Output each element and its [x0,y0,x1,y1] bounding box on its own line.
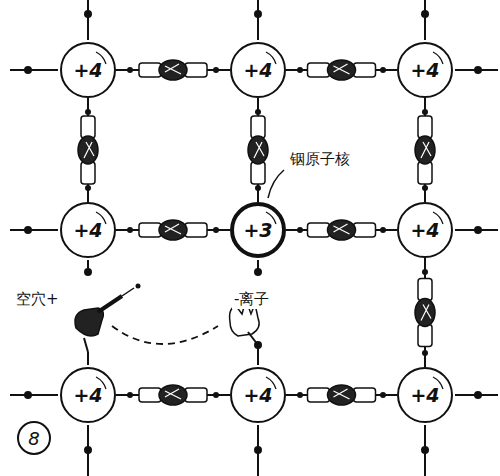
electron-dot [255,185,261,191]
callout-number: 8 [26,428,41,449]
charge-number: +4 [73,219,102,241]
electron-dot [85,185,91,191]
charge-number: +4 [410,219,439,241]
bond-group [116,220,230,240]
bond-group [248,98,268,202]
handshake-symbol [139,220,207,240]
handshake-symbol [78,116,98,184]
electron-dot [422,109,428,115]
electron-dot [213,67,219,73]
atom-core: +4 [60,202,116,258]
electron-dot [422,350,428,356]
bond-group [415,258,435,367]
hole-label: 空穴+ [14,290,61,309]
handshake-symbol [415,279,435,347]
bond-group [415,98,435,202]
bond-group [286,385,397,405]
electron-dot [127,227,133,233]
bond-group [116,60,230,80]
atom-core: +4 [230,42,286,98]
ion-label: -离子 [232,290,271,309]
handshake-symbol [308,385,376,405]
charge-number: +4 [243,59,272,81]
handshake-symbol [139,385,207,405]
hole-motion-path [112,326,218,344]
charge-number: +4 [410,59,439,81]
electron-dot [213,392,219,398]
charge-number: +4 [243,384,272,406]
bond-group [286,60,397,80]
atom-core: +4 [230,367,286,423]
electron-dot [297,227,303,233]
charge-number: +4 [73,384,102,406]
electron-dot [213,227,219,233]
electron-dot [297,67,303,73]
atom-core: +3 [230,202,286,258]
charge-number: +3 [243,219,272,241]
charge-number: +4 [73,59,102,81]
charge-number: +4 [410,384,439,406]
electron-dot [380,227,386,233]
handshake-symbol [308,220,376,240]
indium-label: 铟原子核 [288,150,352,169]
callout-circle [18,422,50,454]
electron-dot [380,67,386,73]
electron-dot [380,392,386,398]
electron-dot [127,67,133,73]
handshake-symbol [139,60,207,80]
atom-core: +4 [397,367,453,423]
hole-hand [75,284,141,353]
electron-dot [85,109,91,115]
atom-core: +4 [60,42,116,98]
handshake-symbol [415,116,435,184]
handshake-symbol [248,116,268,184]
atom-core: +4 [397,42,453,98]
bond-group [116,385,230,405]
electron-dot [127,392,133,398]
electron-dot [422,185,428,191]
electron-dot [422,269,428,275]
atom-core: +4 [397,202,453,258]
handshake-symbol [308,60,376,80]
electron-dot [297,392,303,398]
atom-core: +4 [60,367,116,423]
bond-group [286,220,397,240]
leader-line [268,170,284,198]
bond-group [78,98,98,202]
electron-dot [255,109,261,115]
